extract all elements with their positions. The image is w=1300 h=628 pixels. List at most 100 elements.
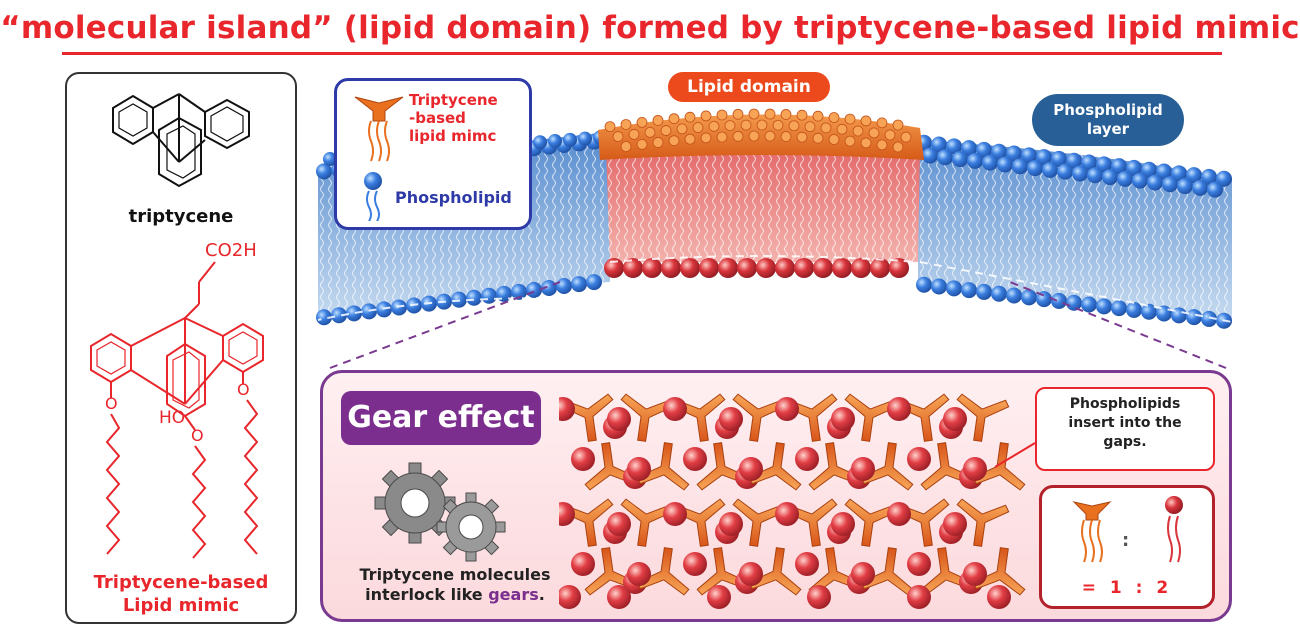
phospholipid-sphere	[943, 407, 967, 431]
mimic-head-bottom	[623, 258, 643, 278]
mimic-head-top	[820, 122, 832, 134]
mimic-head-bottom	[699, 258, 719, 278]
mimic-head-top	[844, 135, 856, 147]
phospholipid-head	[1036, 291, 1052, 308]
callout-pointer	[994, 442, 1036, 468]
gear-caption-prefix: interlock like	[365, 585, 489, 604]
gear-large	[374, 462, 456, 544]
mimic-head-top	[676, 123, 688, 135]
phospholipid-head	[316, 163, 332, 180]
mimic-head-top	[740, 119, 752, 131]
phospholipid-sphere	[963, 457, 987, 481]
phospholipid-layer-label: Phospholipid layer	[1032, 94, 1184, 146]
mimic-label-line1: Triptycene-based	[93, 572, 269, 593]
phospholipid-sphere	[851, 457, 875, 481]
phospholipid-head	[976, 283, 992, 300]
triptycene-rings	[112, 93, 250, 188]
mimic-head-top	[732, 130, 744, 142]
phospholipid-head	[1006, 145, 1022, 162]
phospholipid-callout: Phospholipids insert into the gaps.	[1035, 387, 1215, 471]
phospholipid-sphere	[683, 552, 707, 576]
gear-caption-line2: interlock like gears.	[335, 585, 575, 605]
gear-effect-badge: Gear effect	[341, 391, 541, 445]
mimic-head-top	[812, 110, 824, 122]
phospholipid-sphere	[719, 512, 743, 536]
phospholipid-sphere	[663, 502, 687, 526]
mimic-head-bottom	[604, 258, 624, 278]
mimic-head-top	[636, 116, 648, 128]
mimic-head-top	[724, 120, 736, 132]
phospholipid-head	[1111, 300, 1127, 317]
phospholipid-sphere	[831, 512, 855, 536]
phospholipid-head	[548, 134, 562, 149]
phospholipid-sphere	[739, 457, 763, 481]
mimic-head-top	[716, 131, 728, 143]
phospholipid-head	[1192, 179, 1208, 196]
phospholipid-head	[466, 289, 482, 306]
mimic-head-top	[708, 121, 720, 132]
legend-mimic-line3: lipid mimc	[409, 127, 497, 145]
mimic-head-top	[620, 141, 632, 152]
phospholipid-head	[1126, 159, 1142, 176]
phospholipid-head	[316, 309, 332, 326]
phospholipid-head	[1141, 303, 1157, 320]
molecular-packing	[559, 393, 1026, 609]
lipid-domain-label: Lipid domain	[668, 72, 830, 102]
phospholipid-sphere	[775, 502, 799, 526]
mimic-head-top	[876, 139, 888, 151]
phospholipid-sphere	[887, 397, 911, 421]
phospholipid-head	[1126, 301, 1142, 318]
phospholipid-head	[331, 307, 347, 324]
phospholipid-head	[1006, 287, 1022, 304]
phospholipid-head	[916, 276, 932, 293]
phospholipid-head	[511, 283, 527, 300]
mimic-head-top	[868, 127, 880, 139]
mimic-head-top	[812, 132, 824, 144]
mimic-head-top	[772, 119, 784, 131]
mimic-head-top	[660, 125, 672, 136]
co2h-label: CO2H	[205, 240, 257, 261]
phospholipid-sphere	[719, 407, 743, 431]
phospholipid-head	[556, 278, 572, 295]
callout-line3: gaps.	[1103, 434, 1147, 450]
phospholipid-sphere	[775, 397, 799, 421]
phospholipid-sphere	[627, 457, 651, 481]
mimic-head-top	[684, 111, 696, 123]
gear-caption-line1: Triptycene molecules	[359, 565, 551, 584]
phospholipid-head	[1171, 165, 1187, 182]
triptycene-label: triptycene	[128, 206, 234, 227]
phospholipid-sphere	[807, 585, 831, 609]
mimic-head-top	[732, 108, 744, 120]
callout-line2: insert into the	[1068, 415, 1182, 431]
phospholipid-head	[982, 154, 998, 171]
phospholipid-head	[1051, 150, 1067, 167]
phospholipid-sphere	[887, 502, 911, 526]
phospholipid-sphere	[607, 407, 631, 431]
phospholipid-head	[533, 135, 547, 150]
phospholipid-head	[1021, 289, 1037, 306]
phospholipid-sphere	[907, 552, 931, 576]
phospholipid-sphere	[559, 397, 575, 421]
gears-icon	[374, 462, 506, 562]
mimic-head-top	[860, 115, 872, 127]
phospholipid-sphere	[963, 562, 987, 586]
phospholipid-layer-line2: layer	[1086, 120, 1130, 138]
gear-caption-highlight: gears	[488, 585, 539, 604]
phospholipid-head	[952, 151, 968, 168]
phospholipid-head	[1081, 154, 1097, 171]
phospholipid-head	[1186, 309, 1202, 326]
mimic-label-line2: Lipid mimic	[122, 595, 240, 616]
mimic-head-top	[860, 137, 872, 149]
mimic-head-top	[700, 110, 712, 122]
phospholipid-head	[967, 152, 983, 169]
phospholipid-sphere	[607, 512, 631, 536]
mimic-head-top	[900, 131, 912, 143]
triptycene-molecule	[956, 393, 1010, 442]
phospholipid-head	[1147, 174, 1163, 191]
gear-effect-panel: Gear effect	[320, 370, 1232, 622]
mimic-head-top	[796, 131, 808, 143]
mimic-head-top	[652, 115, 664, 126]
phospholipid-sphere	[571, 552, 595, 576]
mimic-head-top	[668, 135, 680, 147]
phospholipid-head	[997, 156, 1013, 173]
